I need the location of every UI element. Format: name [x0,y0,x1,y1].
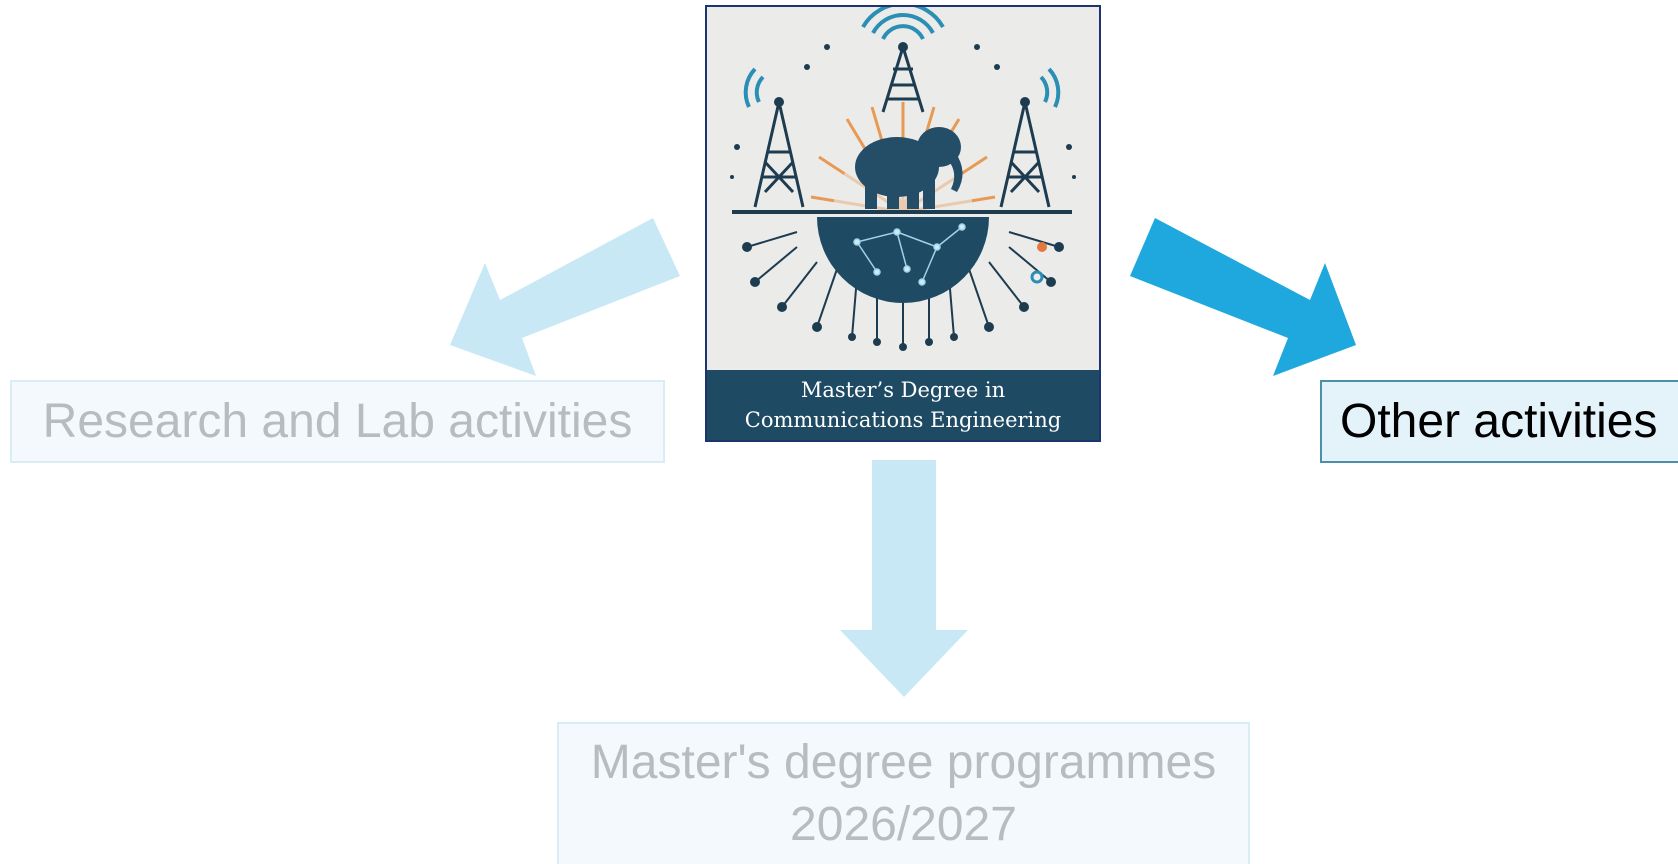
logo-emblem [730,7,1076,351]
logo-caption: Master’s Degree in Communications Engine… [707,370,1099,440]
logo-line-2: Communications Engineering [744,408,1062,432]
masters-programmes-box[interactable]: Master's degree programmes 2026/2027 [557,722,1250,864]
arrow-to-research[interactable] [450,218,680,376]
masters-programmes-label: Master's degree programmes [590,736,1217,789]
logo-line-1: Master’s Degree in [800,378,1006,402]
research-lab-box[interactable]: Research and Lab activities [10,380,665,463]
program-logo: Master’s Degree in Communications Engine… [705,5,1101,442]
arrow-to-other-activities[interactable] [1130,218,1356,376]
research-lab-label: Research and Lab activities [42,395,633,448]
masters-programmes-year: 2026/2027 [790,798,1017,851]
arrow-to-masters[interactable] [840,460,968,697]
other-activities-label: Other activities [1340,395,1658,448]
other-activities-box[interactable]: Other activities [1320,380,1678,463]
